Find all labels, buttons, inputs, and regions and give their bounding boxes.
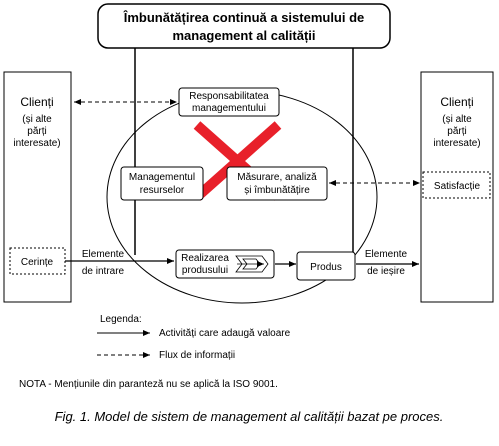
- resource-management-box: [120, 166, 204, 201]
- title-line-1: Îmbunătățirea continuă a sistemului de: [123, 10, 365, 25]
- product-realization-line-2: produsului: [182, 265, 228, 276]
- left-panel-title: Clienți: [20, 95, 53, 109]
- outputs-label-line-2: de ieșire: [367, 266, 405, 277]
- inputs-label-line-2: de intrare: [82, 266, 125, 277]
- right-panel-subtitle-1: (și alte: [442, 114, 472, 125]
- outputs-label-line-1: Elemente: [365, 249, 408, 260]
- red-cross-stroke-2: [193, 121, 282, 201]
- management-responsibility-box: [178, 87, 280, 117]
- legend-title: Legenda:: [100, 314, 142, 325]
- management-responsibility-line-2: managementului: [192, 103, 266, 114]
- inputs-label-line-1: Elemente: [82, 249, 125, 260]
- left-panel-subtitle-2: părți: [27, 126, 46, 137]
- requirements-box: [9, 247, 66, 275]
- right-panel-subtitle-3: interesate): [433, 138, 480, 149]
- product-label: Produs: [310, 262, 342, 273]
- resource-management-line-2: resurselor: [140, 185, 185, 196]
- right-panel-title: Clienți: [440, 95, 473, 109]
- process-chevrons-icon: [235, 255, 269, 273]
- left-panel-subtitle-1: (și alte: [22, 114, 52, 125]
- management-responsibility-line-1: Responsabilitatea: [189, 91, 269, 102]
- satisfaction-label: Satisfacție: [434, 181, 481, 192]
- legend-dashed-label: Flux de informații: [159, 350, 235, 361]
- title-line-2: management al calității: [172, 28, 315, 43]
- measurement-analysis-improvement-box: [226, 166, 328, 201]
- title-box: [97, 3, 391, 49]
- measurement-line-1: Măsurare, analiză: [237, 172, 317, 183]
- right-panel-subtitle-2: părți: [447, 126, 466, 137]
- figure-caption: Fig. 1. Model de sistem de management al…: [55, 409, 444, 424]
- measurement-line-2: și îmbunătățire: [244, 185, 310, 196]
- satisfaction-box: [422, 171, 491, 199]
- left-panel-subtitle-3: interesate): [13, 138, 60, 149]
- legend-solid-label: Activități care adaugă valoare: [159, 328, 291, 339]
- product-realization-line-1: Realizarea: [181, 253, 229, 264]
- product-box: [296, 251, 356, 281]
- resource-management-line-1: Managementul: [129, 172, 195, 183]
- requirements-label: Cerințe: [21, 257, 54, 268]
- iso-note: NOTA - Mențiunile din paranteză nu se ap…: [19, 379, 278, 390]
